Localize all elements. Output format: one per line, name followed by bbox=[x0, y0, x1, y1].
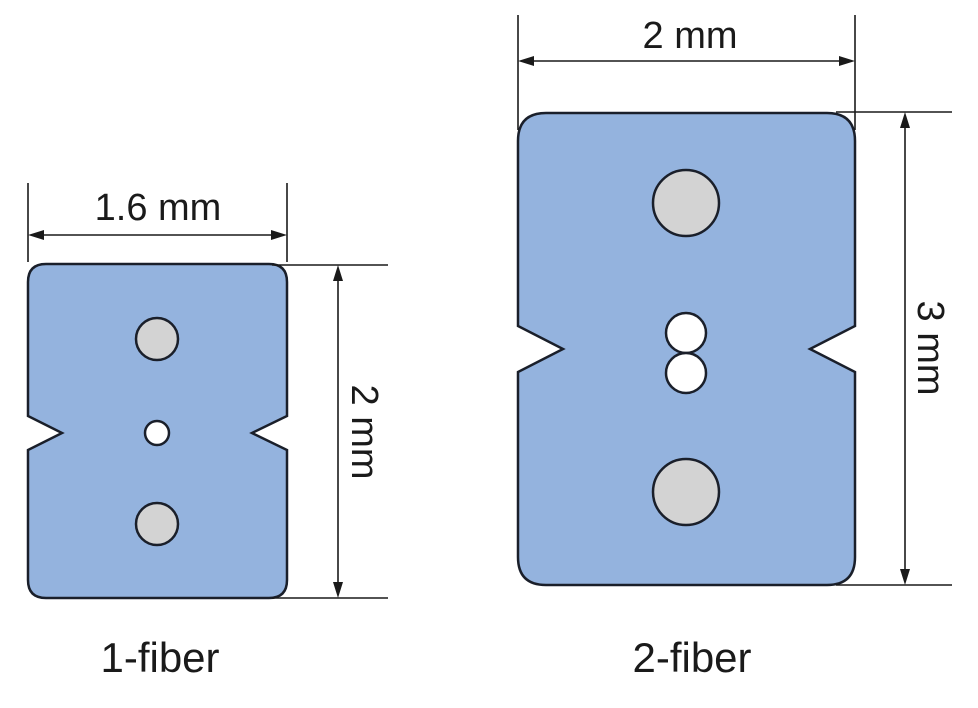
height-dimension: 2 mm bbox=[272, 264, 388, 599]
optical-fiber bbox=[664, 311, 708, 355]
height-dimension: 3 mm bbox=[836, 111, 952, 586]
cable-2-fiber: 2 mm 3 mm 2-fiber bbox=[516, 15, 952, 681]
strength-member bbox=[134, 316, 180, 362]
optical-fiber bbox=[664, 351, 708, 395]
strength-member bbox=[134, 501, 180, 547]
strength-member bbox=[651, 457, 721, 527]
cable-label: 2-fiber bbox=[632, 634, 751, 681]
height-label: 3 mm bbox=[909, 301, 951, 396]
width-dimension: 2 mm bbox=[517, 15, 856, 130]
width-dimension: 1.6 mm bbox=[27, 183, 288, 262]
width-label: 2 mm bbox=[643, 15, 738, 57]
optical-fiber bbox=[143, 419, 171, 447]
height-label: 2 mm bbox=[343, 385, 385, 480]
cable-label: 1-fiber bbox=[100, 634, 219, 681]
cable-1-fiber: 1.6 mm 2 mm 1-fiber bbox=[26, 183, 388, 681]
width-label: 1.6 mm bbox=[95, 187, 222, 229]
strength-member bbox=[651, 168, 721, 238]
